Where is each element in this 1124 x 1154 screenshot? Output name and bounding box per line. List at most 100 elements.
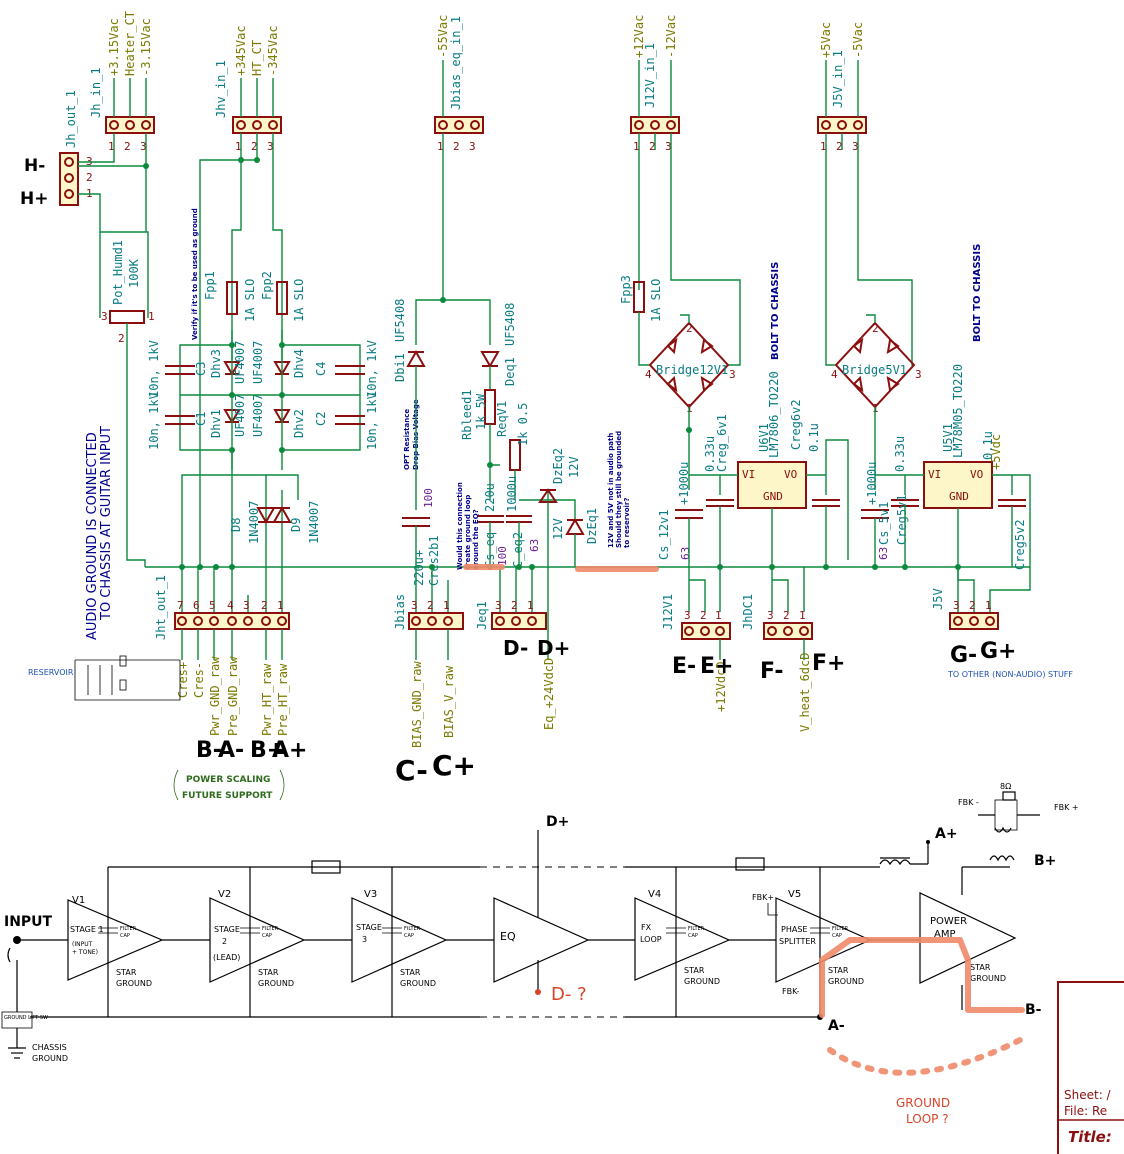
svg-text:220u+: 220u+ <box>412 550 426 586</box>
svg-text:DzEq1: DzEq1 <box>585 508 599 544</box>
jht-out-connector: 7 6 5 4 3 2 1 Jht_out_1 <box>154 575 290 640</box>
svg-text:Creg5v1: Creg5v1 <box>895 494 909 545</box>
svg-text:CAP: CAP <box>404 933 414 939</box>
jh-out-ref: Jh_out_1 <box>64 90 78 148</box>
svg-text:CAP: CAP <box>262 933 272 939</box>
svg-text:2: 2 <box>251 140 258 153</box>
file-label: File: Re <box>1064 1104 1107 1118</box>
svg-text:1: 1 <box>633 140 640 153</box>
svg-text:V2: V2 <box>218 889 231 900</box>
j5v-connector: 3 2 1 J5V <box>931 588 999 630</box>
svg-text:V_heat_6dcD: V_heat_6dcD <box>798 653 812 732</box>
svg-text:2: 2 <box>649 140 656 153</box>
svg-text:Dhv2: Dhv2 <box>292 409 306 438</box>
jhv-in-ref: Jhv_in_1 <box>214 60 228 118</box>
svg-text:3: 3 <box>469 140 476 153</box>
svg-text:Jeq1: Jeq1 <box>475 601 489 630</box>
svg-text:4: 4 <box>227 599 234 612</box>
svg-text:3: 3 <box>665 140 672 153</box>
svg-text:JhDC1: JhDC1 <box>741 594 755 630</box>
creg-6v1: 0.33u Creg_6v1 <box>703 414 734 507</box>
power-scaling-note: POWER SCALING FUTURE SUPPORT <box>173 769 285 801</box>
svg-text:Bridge5V1: Bridge5V1 <box>842 363 907 377</box>
svg-text:RESERVOIR: RESERVOIR <box>28 668 74 677</box>
svg-text:100: 100 <box>496 546 509 566</box>
svg-text:(INPUT: (INPUT <box>72 941 93 948</box>
svg-text:3: 3 <box>243 599 250 612</box>
svg-text:GROUND: GROUND <box>32 1054 68 1063</box>
svg-text:C_eq2: C_eq2 <box>511 532 525 568</box>
svg-text:CHASSIS: CHASSIS <box>32 1043 67 1052</box>
svg-text:UF4007: UF4007 <box>233 394 247 437</box>
svg-text:B-: B- <box>1025 1002 1042 1018</box>
svg-text:SPLITTER: SPLITTER <box>779 937 816 946</box>
svg-text:2: 2 <box>872 322 879 335</box>
svg-text:1: 1 <box>148 310 155 323</box>
svg-text:3: 3 <box>495 599 502 612</box>
svg-text:D+: D+ <box>546 814 569 830</box>
svg-text:GROUND: GROUND <box>896 1096 950 1110</box>
svg-text:GND: GND <box>949 490 969 503</box>
svg-text:CAP: CAP <box>832 933 842 939</box>
svg-text:J5V: J5V <box>931 588 945 610</box>
svg-text:Deq1: Deq1 <box>503 357 517 386</box>
verify-note: Verify if it's to be used as ground <box>191 208 199 340</box>
svg-text:63: 63 <box>528 539 541 552</box>
svg-text:12V: 12V <box>551 518 565 540</box>
svg-text:1: 1 <box>443 599 450 612</box>
svg-text:4: 4 <box>831 368 838 381</box>
svg-text:STAGE: STAGE <box>214 925 240 934</box>
svg-text:1: 1 <box>715 609 722 622</box>
svg-text:Fpp2: Fpp2 <box>260 271 274 300</box>
svg-text:2: 2 <box>511 599 518 612</box>
svg-text:220u: 220u <box>483 483 497 512</box>
svg-text:1A SLO: 1A SLO <box>243 279 257 322</box>
svg-text:3: 3 <box>362 935 367 944</box>
svg-text:Pwr_GND_raw: Pwr_GND_raw <box>208 656 222 736</box>
svg-text:1: 1 <box>277 599 284 612</box>
svg-text:+1000u: +1000u <box>677 462 691 505</box>
svg-text:UF4007: UF4007 <box>251 394 265 437</box>
svg-text:POWER: POWER <box>930 916 967 927</box>
svg-text:3: 3 <box>852 140 859 153</box>
svg-text:2: 2 <box>124 140 131 153</box>
creg6v2: Creg6v2 0.1u <box>789 399 840 507</box>
svg-text:Creg6v2: Creg6v2 <box>789 399 803 450</box>
g-minus-label: G- <box>950 643 977 668</box>
svg-text:ReqV1: ReqV1 <box>495 401 509 437</box>
svg-text:VO: VO <box>970 468 983 481</box>
svg-text:C1: C1 <box>194 412 208 426</box>
svg-text:2: 2 <box>118 332 125 345</box>
g-plus-label: G+ <box>980 639 1017 664</box>
title-label: Title: <box>1068 1128 1112 1146</box>
svg-text:GROUND: GROUND <box>828 977 864 986</box>
jeq1-connector: 3 2 1 Jeq1 Eq_+24VdcD <box>475 599 556 730</box>
svg-text:J12V1: J12V1 <box>661 594 675 630</box>
jh-in-net-3: -3.15Vac <box>139 18 153 76</box>
svg-text:Dhv3: Dhv3 <box>209 349 223 378</box>
f-plus-label: F+ <box>812 651 845 676</box>
svg-text:2: 2 <box>261 599 268 612</box>
svg-text:UF5408: UF5408 <box>503 303 517 346</box>
svg-text:U5V1: U5V1 <box>941 423 955 452</box>
j12v-in-net-1: +12Vac <box>632 15 646 58</box>
svg-text:STAR: STAR <box>258 968 279 977</box>
svg-text:1: 1 <box>235 140 242 153</box>
svg-text:C3: C3 <box>194 362 208 376</box>
svg-text:1000u: 1000u <box>505 476 519 512</box>
hv-diodes: Dhv3 Dhv4 Dhv1 Dhv2 UF4007 UF4007 UF4007… <box>209 341 306 438</box>
dzeq1: DzEq1 12V <box>551 508 599 544</box>
svg-text:Eq_+24VdcD: Eq_+24VdcD <box>542 658 556 730</box>
svg-text:AMP: AMP <box>934 929 956 940</box>
svg-text:1: 1 <box>437 140 444 153</box>
svg-text:Pre_HT_raw: Pre_HT_raw <box>276 663 290 736</box>
svg-text:Jbias: Jbias <box>393 594 407 630</box>
svg-text:12V and 5V not in audio path: 12V and 5V not in audio path <box>607 433 615 548</box>
svg-text:Cs_12v1: Cs_12v1 <box>657 509 671 560</box>
svg-text:7: 7 <box>177 599 184 612</box>
d8-d9: D8 1N4007 D9 1N4007 <box>229 501 321 544</box>
f-minus-label: F- <box>760 659 783 684</box>
svg-text:D9: D9 <box>289 518 303 532</box>
svg-text:1N4007: 1N4007 <box>307 501 321 544</box>
